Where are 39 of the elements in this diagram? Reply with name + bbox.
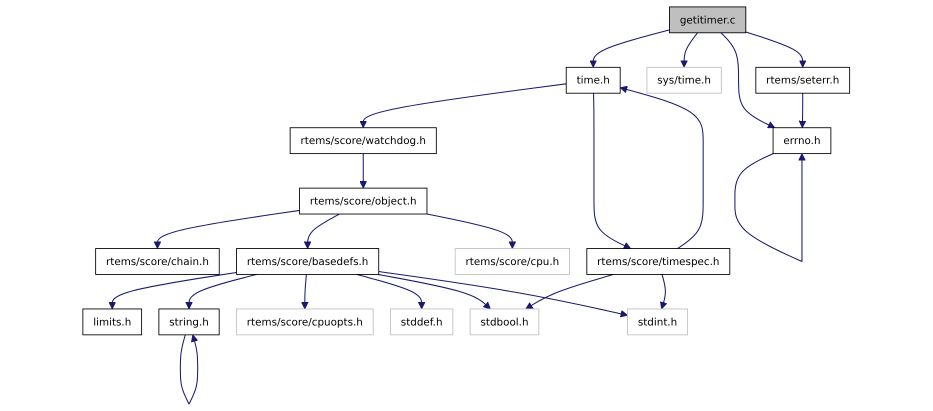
node-box: time.h [566, 66, 621, 94]
arrow [746, 31, 807, 68]
arrow [378, 274, 492, 310]
node-box: stdint.h [627, 308, 688, 336]
arrow [108, 272, 237, 310]
arrow [304, 214, 340, 249]
arrow [660, 274, 668, 310]
node-box: string.h [158, 308, 220, 336]
node-box: rtems/score/cpu.h [454, 248, 570, 275]
node-box: rtems/score/object.h [299, 188, 428, 214]
arrow [360, 154, 368, 188]
arrow [720, 32, 776, 128]
node-box: rtems/score/watchdog.h [290, 127, 437, 154]
arrow [360, 83, 567, 128]
node-box: rtems/score/basedefs.h [236, 248, 380, 275]
node-box: stddef.h [390, 308, 454, 336]
arrow [301, 274, 309, 310]
arrow [356, 274, 426, 310]
arrow [180, 334, 199, 404]
arrow [620, 86, 704, 249]
node-box: sys/time.h [646, 66, 722, 94]
arrow [154, 210, 300, 249]
node-box: getitimer.c [669, 6, 746, 34]
node-box: rtems/score/timespec.h [586, 248, 730, 275]
arrow [593, 93, 632, 250]
arrow [427, 213, 516, 249]
arrow [590, 29, 670, 68]
node-box: errno.h [772, 127, 832, 154]
node-box: limits.h [82, 308, 142, 336]
arrow [734, 153, 806, 262]
node-box: rtems/score/chain.h [95, 248, 220, 275]
arrow [378, 271, 628, 318]
arrow [526, 274, 614, 310]
arrow [798, 93, 807, 128]
arrow [680, 32, 698, 68]
node-box: rtems/seterr.h [756, 66, 850, 94]
arrow [185, 274, 258, 310]
node-box: rtems/score/cpuopts.h [236, 308, 374, 336]
node-box: stdbool.h [470, 308, 540, 336]
